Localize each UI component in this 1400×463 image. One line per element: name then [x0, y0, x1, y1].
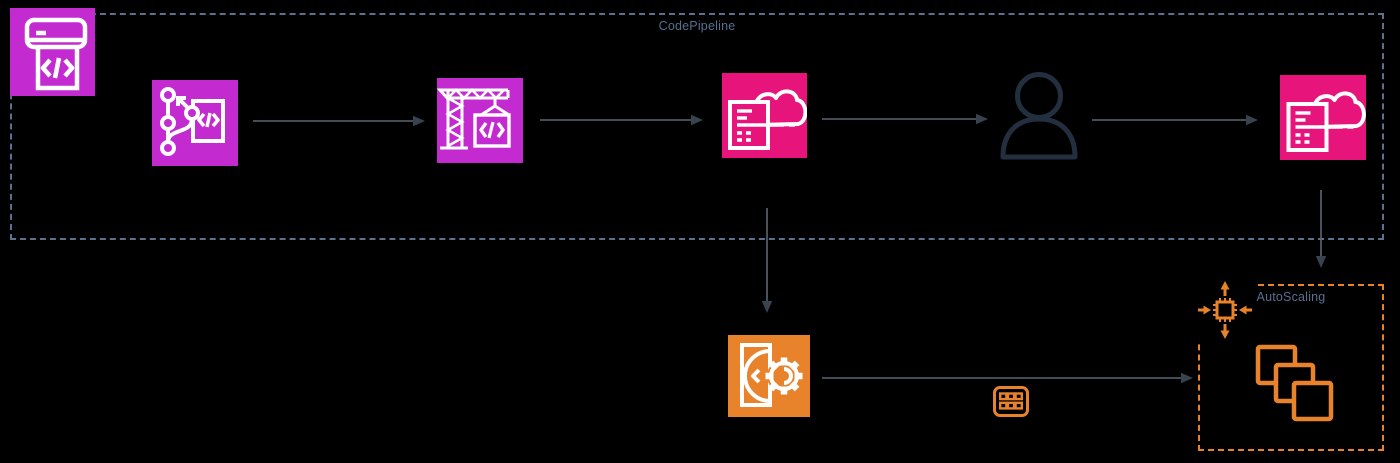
arrow-cloudformation-to-systems-manager	[761, 208, 773, 313]
autoscaling-group-icon	[1194, 278, 1256, 342]
instance-squares-icon	[1255, 344, 1335, 422]
instance-grid-icon	[993, 386, 1029, 417]
user-icon	[998, 72, 1080, 162]
systems-manager-icon	[728, 335, 810, 417]
autoscaling-group-label: AutoScaling	[1256, 290, 1326, 304]
arrow-systems-manager-to-autoscaling	[822, 372, 1193, 384]
codepipeline-group-label: CodePipeline	[658, 19, 736, 33]
codecommit-icon	[152, 80, 238, 166]
cloudformation-icon	[722, 73, 807, 158]
arrow-cloudformation2-to-autoscaling	[1315, 190, 1327, 268]
arrow-codebuild-to-cloudformation	[540, 114, 703, 126]
codepipeline-icon	[10, 8, 95, 96]
arrow-user-to-cloudformation2	[1092, 114, 1258, 126]
codepipeline-group-box: CodePipeline	[10, 13, 1384, 240]
autoscaling-group-box: AutoScaling	[1198, 284, 1384, 451]
cloudformation-icon-2	[1280, 75, 1366, 160]
arrow-codecommit-to-codebuild	[253, 115, 425, 127]
arrow-cloudformation-to-user	[822, 113, 988, 125]
codebuild-icon	[437, 78, 523, 163]
